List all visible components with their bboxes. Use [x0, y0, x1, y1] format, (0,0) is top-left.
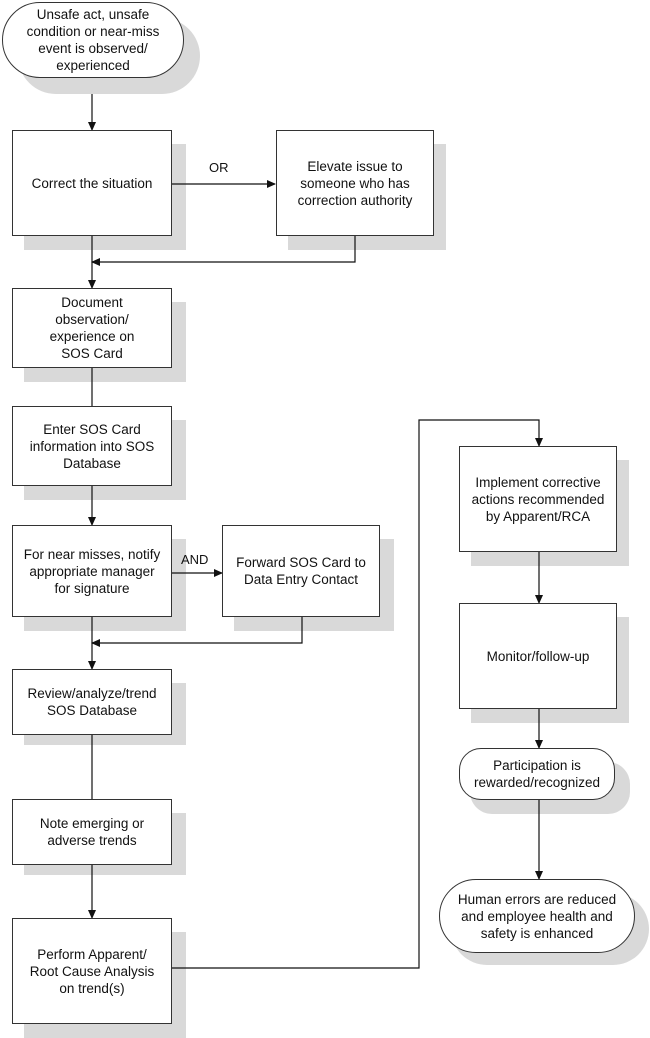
note-trends-node: Note emerging or adverse trends	[12, 799, 172, 865]
perform-rca-node: Perform Apparent/ Root Cause Analysis on…	[12, 918, 172, 1024]
start-node: Unsafe act, unsafe condition or near-mis…	[2, 2, 184, 78]
enter-sos-card-node: Enter SOS Card information into SOS Data…	[12, 406, 172, 486]
and-label: AND	[181, 552, 209, 567]
elevate-issue-node: Elevate issue to someone who has correct…	[276, 130, 434, 236]
or-label: OR	[209, 160, 229, 175]
implement-actions-node: Implement corrective actions recommended…	[459, 446, 617, 552]
participation-node: Participation is rewarded/recognized	[459, 748, 615, 800]
notify-manager-node: For near misses, notify appropriate mana…	[12, 525, 172, 617]
monitor-node: Monitor/follow-up	[459, 603, 617, 709]
correct-situation-node: Correct the situation	[12, 130, 172, 236]
document-observation-node: Document observation/ experience on SOS …	[12, 288, 172, 368]
review-database-node: Review/analyze/trend SOS Database	[12, 669, 172, 735]
forward-sos-card-node: Forward SOS Card to Data Entry Contact	[222, 525, 380, 617]
outcome-node: Human errors are reduced and employee he…	[439, 879, 635, 953]
